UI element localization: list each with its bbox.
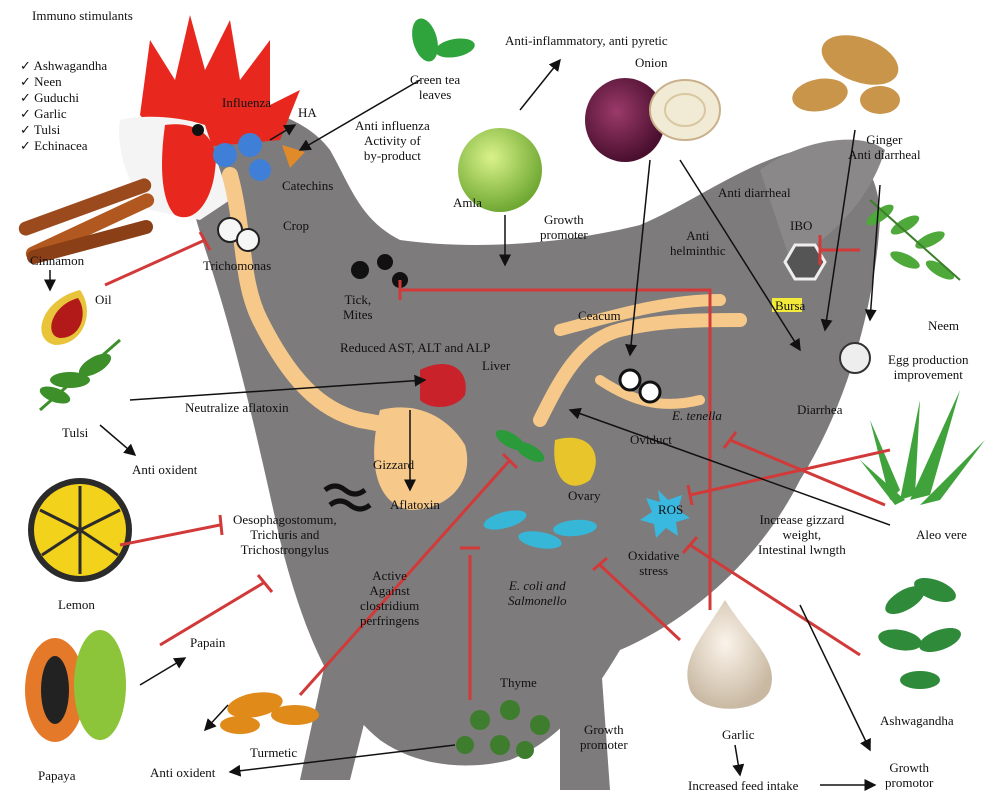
tulsi-image — [38, 340, 120, 410]
label-anti-diarrheal: Anti diarrheal — [718, 185, 791, 200]
label-amla: Amla — [453, 195, 482, 210]
green-tea-image — [408, 16, 477, 65]
garlic-image — [687, 600, 772, 709]
label-reduced-enzymes: Reduced AST, ALT and ALP — [340, 340, 490, 355]
onion-image — [585, 78, 720, 162]
label-aleo-vere: Aleo vere — [916, 527, 967, 542]
immuno-item: ✓ Neen — [20, 74, 107, 90]
immuno-item: ✓ Guduchi — [20, 90, 107, 106]
label-active-clostridium: Active Against clostridium perfringens — [360, 568, 419, 628]
label-oxidative-stress: Oxidative stress — [628, 548, 679, 578]
label-growth-promoter-top: Growth promoter — [540, 212, 588, 242]
label-lemon: Lemon — [58, 597, 95, 612]
label-ceacum: Ceacum — [578, 308, 621, 323]
label-turmetic: Turmetic — [250, 745, 297, 760]
label-gizzard: Gizzard — [373, 457, 414, 472]
label-e-tenella: E. tenella — [672, 408, 722, 423]
label-anti-inflammatory: Anti-inflammatory, anti pyretic — [505, 33, 668, 48]
immuno-title: Immuno stimulants — [32, 8, 133, 23]
label-aflatoxin: Aflatoxin — [390, 497, 440, 512]
label-neutralize-aflatoxin: Neutralize aflatoxin — [185, 400, 289, 415]
label-growth-promoter-bottom: Growth promoter — [580, 722, 628, 752]
immuno-item: ✓ Ashwagandha — [20, 58, 107, 74]
label-onion: Onion — [635, 55, 668, 70]
label-ecoli-salmonello: E. coli and Salmonello — [508, 578, 567, 608]
papaya-image — [25, 630, 126, 742]
label-neem: Neem — [928, 318, 959, 333]
label-increased-feed-intake: Increased feed intake — [688, 778, 798, 793]
label-ginger: Ginger Anti diarrheal — [848, 132, 921, 162]
label-green-tea: Green tea leaves — [410, 72, 460, 102]
label-anti-helminthic: Anti helminthic — [670, 228, 726, 258]
label-egg-production: Egg production improvement — [888, 352, 969, 382]
label-catechins: Catechins — [282, 178, 333, 193]
immuno-item: ✓ Echinacea — [20, 138, 107, 154]
label-growth-promotor: Growth promotor — [885, 760, 933, 790]
ginger-image — [790, 26, 905, 116]
label-oil: Oil — [95, 292, 112, 307]
lemon-image — [28, 478, 132, 582]
egg-icon — [840, 343, 870, 373]
label-anti-influenza: Anti influenza Activity of by-product — [355, 118, 430, 163]
label-ashwagandha: Ashwagandha — [880, 713, 954, 728]
ashwagandha-image — [877, 573, 964, 689]
label-liver: Liver — [482, 358, 510, 373]
label-diarrhea: Diarrhea — [797, 402, 842, 417]
label-tulsi: Tulsi — [62, 425, 88, 440]
label-oesophagostomum: Oesophagostomum, Trichuris and Trichostr… — [233, 512, 337, 557]
label-ha: HA — [298, 105, 317, 120]
immuno-item: ✓ Tulsi — [20, 122, 107, 138]
label-increase-gizzard: Increase gizzard weight, Intestinal lwng… — [758, 512, 846, 557]
label-cinnamon: Cinnamon — [30, 253, 84, 268]
label-influenza: Influenza — [222, 95, 271, 110]
immuno-item: ✓ Garlic — [20, 106, 107, 122]
label-ibo: IBO — [790, 218, 812, 233]
label-papaya: Papaya — [38, 768, 76, 783]
liver-shape — [420, 364, 466, 407]
label-bursa: Bursa — [775, 298, 805, 313]
turmeric-image — [220, 688, 319, 734]
label-trichomonas: Trichomonas — [203, 258, 271, 273]
label-crop: Crop — [283, 218, 309, 233]
label-thyme: Thyme — [500, 675, 537, 690]
label-anti-oxident-bottom: Anti oxident — [150, 765, 215, 780]
label-ros: ROS — [658, 502, 683, 517]
label-tick-mites: Tick, Mites — [343, 292, 373, 322]
aloe-vera-image — [860, 390, 985, 505]
label-ovary: Ovary — [568, 488, 601, 503]
label-garlic: Garlic — [722, 727, 754, 742]
label-oviduct: Oviduct — [630, 432, 672, 447]
immuno-list: ✓ Ashwagandha ✓ Neen ✓ Guduchi ✓ Garlic … — [20, 58, 107, 154]
label-anti-oxident-left: Anti oxident — [132, 462, 197, 477]
label-papain: Papain — [190, 635, 225, 650]
